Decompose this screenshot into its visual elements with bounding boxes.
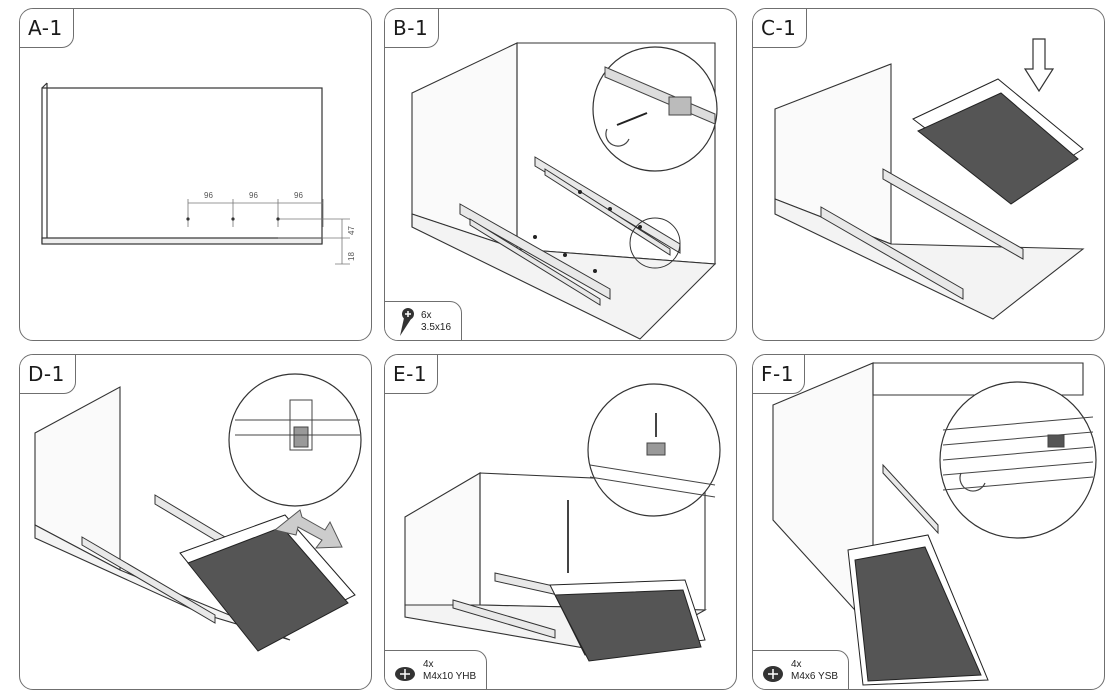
hardware-box: 6x 3.5x16	[385, 301, 463, 340]
dim-label-2: 96	[249, 191, 258, 200]
dim-label-1: 96	[204, 191, 213, 200]
down-arrow-icon	[1023, 38, 1055, 93]
step-label: D-1	[20, 355, 76, 394]
basket-final-fixing-drawing	[772, 362, 1097, 686]
cabinet-measurement-drawing: 96 96 96 47 18	[41, 82, 356, 265]
hardware-box: 4x M4x6 YSB	[753, 650, 850, 689]
panel-a1: 96 96 96 47 18 A-1	[19, 8, 372, 341]
dim-label-height: 47	[347, 226, 356, 235]
screw-count: 6x	[421, 310, 432, 321]
screw-size: 3.5x16	[421, 322, 452, 333]
panel-c1: C-1	[752, 8, 1105, 341]
slide-direction-arrow-icon	[273, 509, 343, 549]
dim-label-base: 18	[347, 252, 356, 261]
step-label: C-1	[753, 9, 808, 48]
panel-e1: E-1 4x M4x10 YHB	[384, 354, 737, 690]
dim-label-3: 96	[294, 191, 303, 200]
screw-count: 4x	[423, 659, 434, 670]
screw-size: M4x10 YHB	[423, 671, 477, 682]
step-label: A-1	[20, 9, 74, 48]
screw-icon	[400, 308, 414, 336]
step-label: E-1	[385, 355, 439, 394]
screw-head-icon	[763, 666, 783, 682]
panel-d1: D-1	[19, 354, 372, 690]
step-label: B-1	[385, 9, 440, 48]
screw-count: 4x	[791, 659, 802, 670]
panel-b1: B-1 6x 3.5x16	[384, 8, 737, 341]
screw-size: M4x6 YSB	[791, 671, 839, 682]
screw-head-icon	[395, 667, 415, 681]
panel-f1: F-1 4x M4x6 YSB	[752, 354, 1105, 690]
basket-screw-fixing-drawing	[404, 383, 721, 662]
basket-placement-drawing	[774, 38, 1085, 320]
step-label: F-1	[753, 355, 805, 394]
hardware-box: 4x M4x10 YHB	[385, 650, 488, 689]
basket-fit-drawing	[34, 373, 362, 652]
rail-mounting-drawing	[411, 42, 718, 340]
